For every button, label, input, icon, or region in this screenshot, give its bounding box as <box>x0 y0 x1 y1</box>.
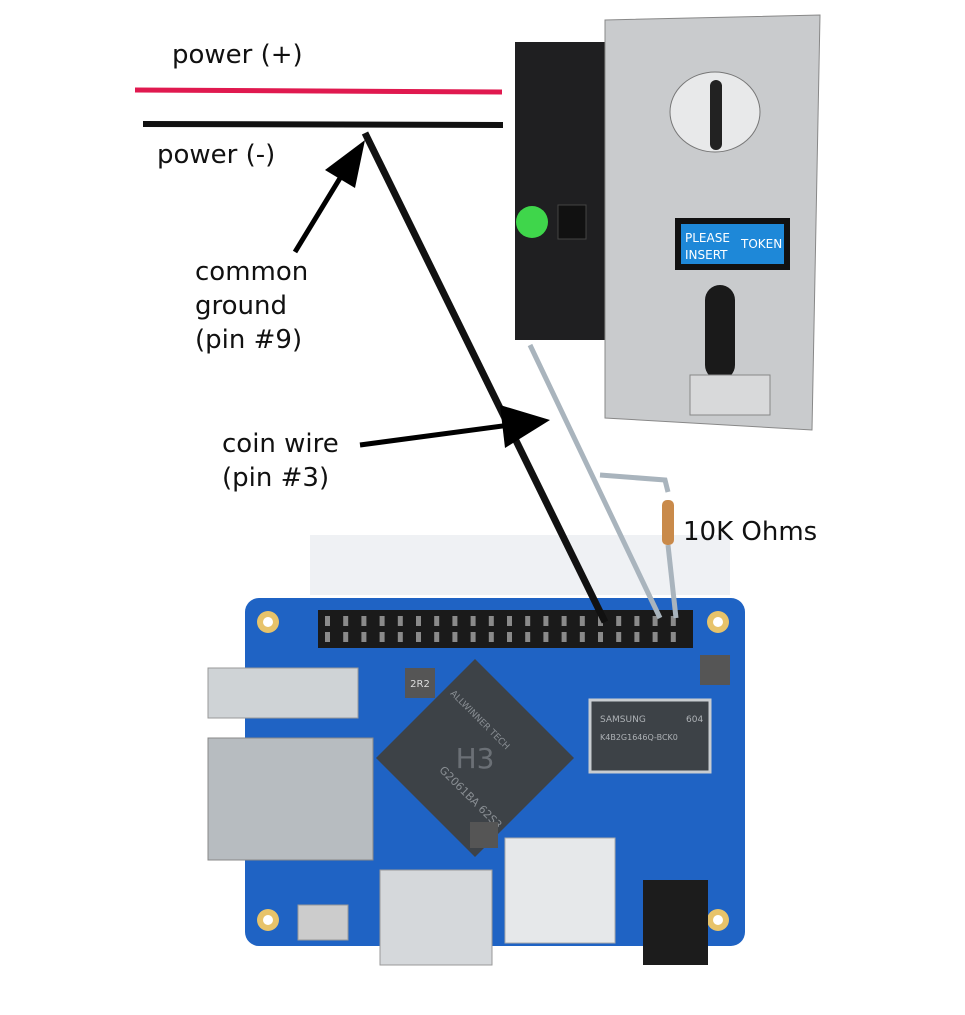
gpio-pin <box>470 632 476 642</box>
gpio-pin <box>434 632 440 642</box>
ram-brand: SAMSUNG <box>600 715 646 725</box>
gpio-pin <box>361 616 367 626</box>
inductor <box>405 668 435 698</box>
gpio-pin <box>543 616 549 626</box>
usb-port <box>207 667 359 719</box>
gpio-pin <box>470 616 476 626</box>
coin-wire-label-2: (pin #3) <box>222 463 330 493</box>
display-line2: INSERT <box>685 248 728 262</box>
display-line1: PLEASE <box>685 231 730 245</box>
pullup-wire <box>599 472 671 493</box>
gpio-pin <box>561 632 567 642</box>
power-minus-line <box>142 121 504 128</box>
power-plus-line <box>134 87 503 95</box>
coin-acceptor: PLEASE INSERT TOKEN <box>515 14 821 431</box>
gpio-pin <box>670 632 676 642</box>
gpio-pin <box>488 632 494 642</box>
gpio-pin <box>543 632 549 642</box>
ram-chip <box>588 698 712 774</box>
gpio-pin <box>652 616 658 626</box>
inductor-label: 2R2 <box>410 679 430 690</box>
coin-arrow-shaft <box>359 422 511 448</box>
gpio-pin <box>361 632 367 642</box>
gpio-pin <box>598 632 603 642</box>
gpio-pin <box>561 616 567 626</box>
coin-wire-label-1: coin wire <box>222 429 339 459</box>
power-plus-label: power (+) <box>172 40 303 70</box>
coin-signal-wire <box>527 343 663 620</box>
power-minus-label: power (-) <box>157 140 276 170</box>
gpio-pin <box>397 632 403 642</box>
coin-arrow-head <box>500 405 550 448</box>
gpio-pin <box>579 632 585 642</box>
gpio-pin <box>616 632 622 642</box>
gpio-pin <box>507 616 512 626</box>
gpio-pin <box>343 616 349 626</box>
gpio-pin <box>416 632 421 642</box>
resistor-label: 10K Ohms <box>683 517 818 547</box>
gpio-pin <box>488 616 494 626</box>
gpio-pin <box>452 632 458 642</box>
ground-arrow-head <box>325 140 365 188</box>
gpio-pin <box>379 632 385 642</box>
gpio-pin <box>397 616 403 626</box>
gpio-pin <box>434 616 440 626</box>
token-display <box>681 224 784 264</box>
gpio-pin <box>416 616 421 626</box>
soc-label: H3 <box>456 742 495 775</box>
common-ground-label-1: common <box>195 257 309 287</box>
gpio-pins <box>325 616 676 642</box>
gpio-pin <box>598 616 603 626</box>
gpio-pin <box>325 616 330 626</box>
gpio-pin <box>507 632 512 642</box>
gpio-pin <box>634 616 640 626</box>
ground-wire <box>361 131 609 624</box>
common-ground-label-3: (pin #9) <box>195 325 303 355</box>
gpio-pin <box>634 632 640 642</box>
audio-jack <box>643 880 708 965</box>
gpio-pin <box>616 616 622 626</box>
display-word: TOKEN <box>740 237 782 251</box>
ram-part: K4B2G1646Q-BCK0 <box>600 733 678 742</box>
gpio-pin <box>579 616 585 626</box>
gpio-pin <box>525 632 531 642</box>
common-ground-label-2: ground <box>195 291 287 321</box>
ram-code: 604 <box>686 715 703 725</box>
micro-usb-port <box>297 904 349 941</box>
gpio-pin <box>452 616 458 626</box>
hdmi-port <box>379 869 493 966</box>
sd-card-slot <box>504 837 616 944</box>
gpio-pin <box>525 616 531 626</box>
orange-pi-board: H3 ALLWINNER TECH G2061BA 62S3 SAMSUNG 6… <box>207 535 745 966</box>
ethernet-port <box>207 737 374 861</box>
ground-arrow-shaft <box>292 163 351 254</box>
gpio-pin <box>325 632 330 642</box>
gpio-pin <box>343 632 349 642</box>
gpio-pin <box>379 616 385 626</box>
resistor <box>662 500 674 545</box>
gpio-pin <box>652 632 658 642</box>
gpio-pin <box>670 616 676 626</box>
gpio-header <box>318 610 693 648</box>
